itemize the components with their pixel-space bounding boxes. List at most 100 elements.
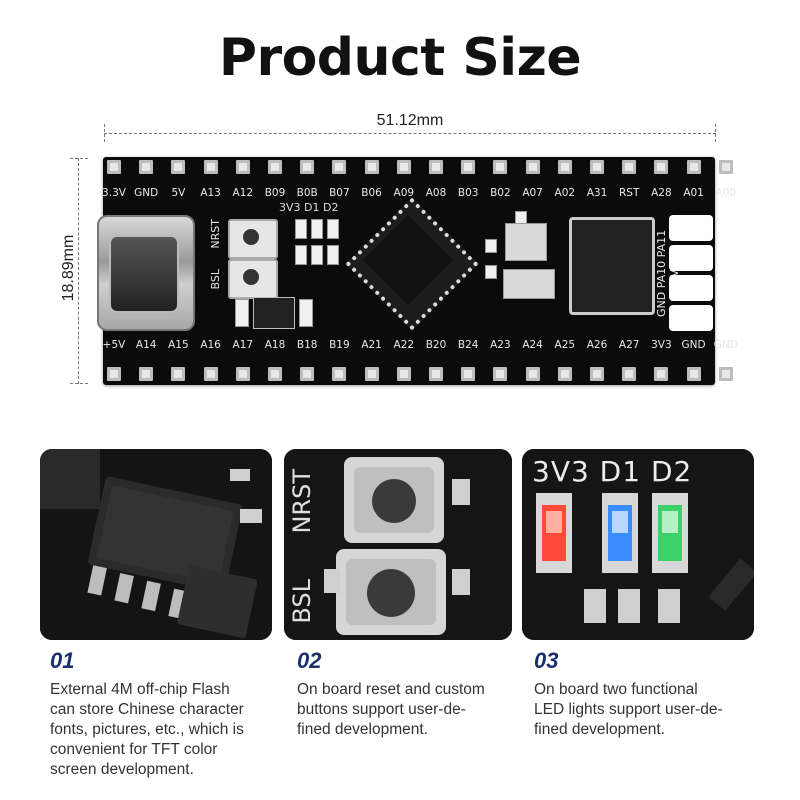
side-pad	[669, 305, 713, 331]
width-label: 51.12mm	[376, 112, 444, 129]
pin-label: B0B	[296, 187, 318, 199]
reset-button	[228, 219, 278, 259]
resistor	[295, 245, 307, 265]
side-pad	[669, 245, 713, 271]
pin-pad	[654, 160, 669, 174]
pin-pad	[686, 160, 701, 174]
pin-label: GND	[681, 339, 706, 351]
pin-pad	[171, 367, 186, 381]
pin-label: B02	[490, 187, 511, 199]
capacitor	[485, 239, 497, 253]
capacitor	[235, 299, 249, 327]
led-d1	[311, 219, 323, 239]
pin-label: A26	[586, 339, 608, 351]
pin-label: GND	[134, 187, 159, 199]
crystal-oscillator	[505, 223, 547, 261]
led-3v3	[295, 219, 307, 239]
pin-label: 3.3V	[102, 187, 126, 199]
pin-pad	[654, 367, 669, 381]
pin-pad	[429, 367, 443, 381]
pin-pad	[718, 367, 733, 381]
capacitor	[485, 265, 497, 279]
pin-pad	[525, 367, 540, 381]
pin-pad	[332, 367, 347, 381]
silk-leds: 3V3 D1 D2	[279, 201, 339, 214]
pin-pad	[429, 160, 443, 174]
pin-pad	[686, 367, 701, 381]
side-pad	[669, 215, 713, 241]
regulator-chip	[253, 297, 295, 329]
feature-number-2: 02	[297, 648, 322, 673]
page-title: Product Size	[218, 28, 582, 88]
pin-pad	[235, 160, 250, 174]
capacitor	[299, 299, 313, 327]
pin-pad	[139, 160, 154, 174]
usb-c-connector	[97, 215, 195, 331]
pin-label: A31	[586, 187, 608, 199]
photo-bsl-label: BSL	[288, 579, 316, 624]
pin-pad	[590, 367, 604, 381]
pin-pad	[203, 367, 218, 381]
feature-number-1: 01	[50, 648, 75, 673]
pin-label: A22	[393, 339, 415, 351]
pin-label: B24	[457, 339, 479, 351]
pin-label: B03	[457, 187, 479, 199]
silk-nrst: NRST	[209, 219, 222, 249]
pin-pad	[332, 160, 347, 174]
pin-label: A09	[393, 187, 415, 199]
pin-label: B07	[329, 187, 350, 199]
pin-pad	[396, 367, 411, 381]
pin-label: A28	[651, 187, 672, 199]
pin-pad	[107, 160, 121, 174]
resistor	[311, 245, 323, 265]
side-pad	[669, 275, 713, 301]
pin-pad	[235, 367, 250, 381]
pin-label: 5V	[171, 187, 186, 199]
fpc-connector	[569, 217, 655, 315]
bsl-button	[228, 259, 278, 299]
pin-pad	[300, 367, 315, 381]
pin-label: GND	[713, 339, 738, 351]
pin-pad	[590, 160, 604, 174]
pin-label: A27	[618, 339, 640, 351]
pin-label: A24	[522, 339, 543, 351]
pin-pad	[525, 160, 540, 174]
leds-photo: 3V3 D1 D2	[522, 449, 754, 640]
pin-pad	[461, 160, 476, 174]
pin-pad	[557, 160, 572, 174]
pin-pad	[557, 367, 572, 381]
pin-pad	[203, 160, 218, 174]
pin-pad	[364, 367, 379, 381]
pin-pad	[107, 367, 121, 381]
pin-label: A07	[522, 187, 543, 199]
pin-pad	[718, 160, 733, 174]
pin-pad	[139, 367, 154, 381]
pin-label: A15	[168, 339, 189, 351]
photo-leds-label: 3V3 D1 D2	[532, 455, 693, 488]
pin-label: B18	[296, 339, 318, 351]
pin-pad	[300, 160, 315, 174]
height-label: 18.89mm	[60, 234, 77, 302]
pin-pad	[622, 367, 637, 381]
pin-label: A13	[200, 187, 221, 199]
pin-pad	[493, 160, 508, 174]
pin-label: A25	[554, 339, 576, 351]
pin-pad	[171, 160, 186, 174]
pin-label: B19	[329, 339, 350, 351]
pin-label: +5V	[102, 339, 126, 351]
pin-label: A21	[361, 339, 382, 351]
pin-pad	[461, 367, 476, 381]
pin-label: 3V3	[651, 339, 672, 351]
pin-label: A17	[232, 339, 254, 351]
pin-label: B06	[361, 187, 382, 199]
pin-label: A01	[683, 187, 704, 199]
buttons-photo: NRST BSL	[284, 449, 512, 640]
pin-pad	[268, 367, 282, 381]
pin-label: A23	[490, 339, 511, 351]
